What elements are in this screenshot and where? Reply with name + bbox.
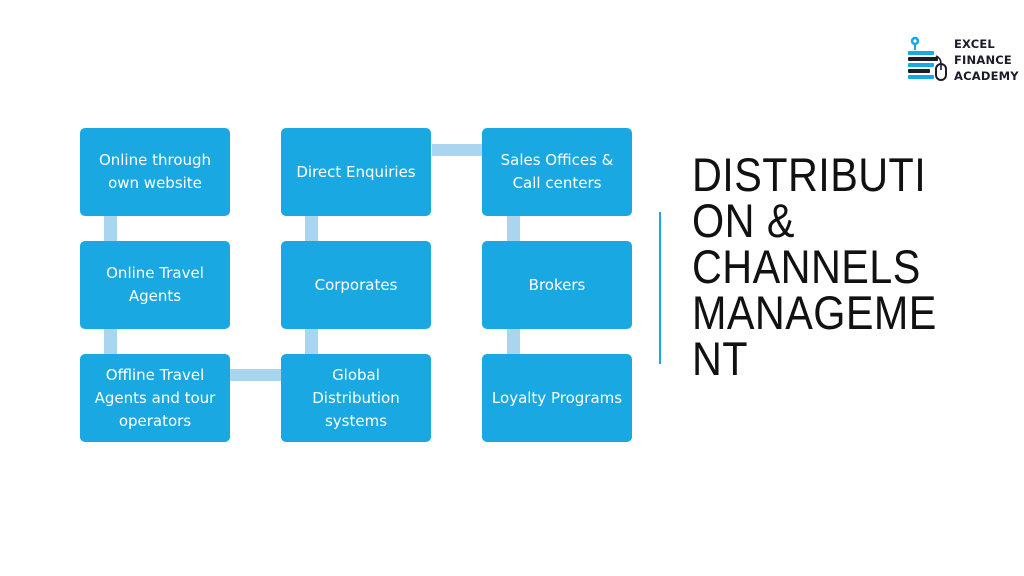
excel-finance-academy-logo: EXCEL FINANCE ACADEMY [906, 34, 1019, 88]
title-line-5: NT [692, 332, 749, 385]
slide-title: DISTRIBUTI ON & CHANNELS MANAGEME NT [692, 148, 992, 385]
node-brokers: Brokers [482, 241, 632, 329]
connector-direct-to-sales-offices [432, 144, 484, 156]
title-divider [659, 212, 661, 364]
logo-line-2: FINANCE [954, 53, 1012, 67]
connector-online-website-to-ota [104, 216, 117, 242]
building-mouse-icon [908, 36, 947, 81]
logo-line-3: ACADEMY [954, 69, 1019, 83]
node-corporates: Corporates [281, 241, 431, 329]
node-online-own-website: Online through own website [80, 128, 230, 216]
title-line-4: MANAGEME [692, 286, 937, 339]
connector-ota-to-offline [104, 329, 117, 355]
node-sales-offices-call-centers: Sales Offices & Call centers [482, 128, 632, 216]
connector-brokers-to-loyalty [507, 329, 520, 355]
connector-offline-to-gds [230, 369, 282, 381]
node-loyalty-programs: Loyalty Programs [482, 354, 632, 442]
title-line-3: CHANNELS [692, 240, 921, 293]
title-line-2: ON & [692, 194, 795, 247]
node-global-distribution-systems: Global Distribution systems [281, 354, 431, 442]
node-online-travel-agents: Online Travel Agents [80, 241, 230, 329]
title-line-1: DISTRIBUTI [692, 148, 927, 201]
connector-sales-offices-to-brokers [507, 216, 520, 242]
distribution-channels-diagram: Online through own website Online Travel… [80, 128, 632, 442]
connector-corporates-to-direct [305, 216, 318, 242]
node-direct-enquiries: Direct Enquiries [281, 128, 431, 216]
logo-wordmark: EXCEL FINANCE ACADEMY [954, 36, 1019, 84]
node-offline-travel-agents: Offline Travel Agents and tour operators [80, 354, 230, 442]
connector-gds-to-corporates [305, 329, 318, 355]
logo-line-1: EXCEL [954, 37, 995, 51]
